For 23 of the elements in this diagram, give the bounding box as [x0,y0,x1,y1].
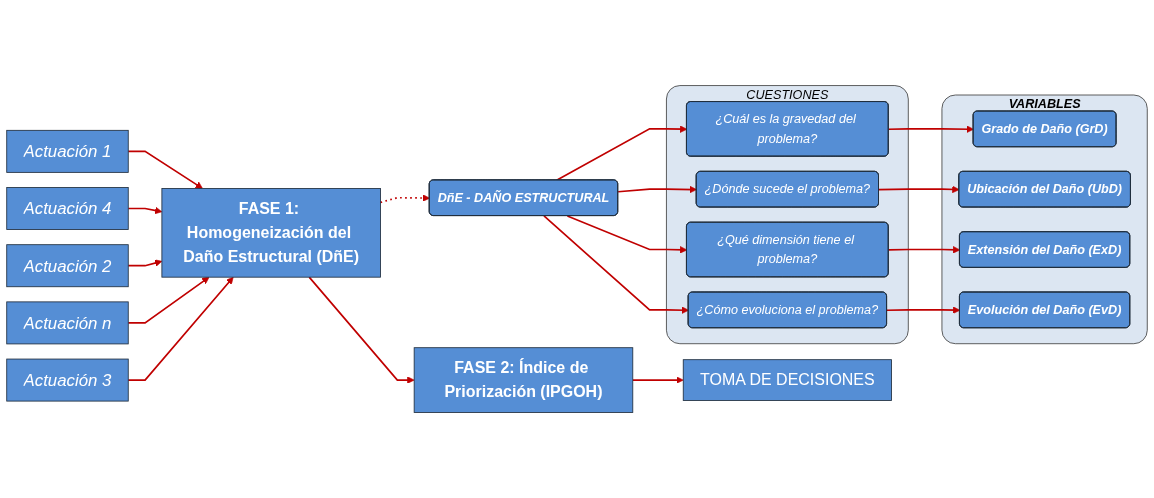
node-box: Actuación 4 [6,187,129,230]
arrow [617,185,697,194]
arrow [379,194,430,204]
node-box: Actuación n [6,301,129,345]
arrow [887,246,961,254]
node-box: Actuación 3 [6,358,129,402]
arrow [878,185,960,194]
node-box: FASE 1: Homogeneización del Daño Estructural (DñE) [161,188,381,278]
arrow [127,206,163,215]
arrow [566,215,688,254]
arrow [886,306,961,314]
node-box: Actuación 1 [6,129,129,173]
arrow [127,276,210,324]
arrow [543,215,689,314]
arrow [127,259,163,267]
node-box: Actuación 2 [6,244,129,288]
node-box: TOMA DE DECISIONES [682,359,892,401]
arrow [127,150,203,189]
node-box: FASE 2: Índice de Priorización (IPGOH) [413,347,634,413]
arrow [127,276,234,381]
arrow [308,276,415,384]
arrow [887,125,974,133]
arrow [631,376,684,384]
